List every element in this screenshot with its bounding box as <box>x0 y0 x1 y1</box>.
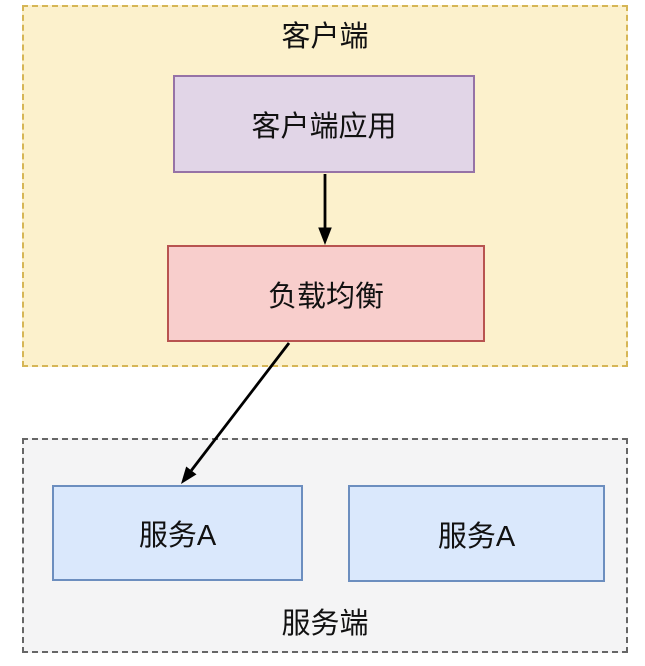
service-a2-label: 服务A <box>437 520 516 553</box>
service-a2-node: 服务A <box>348 485 605 582</box>
client-group-label: 客户端 <box>281 21 369 53</box>
load-balancer-label: 负载均衡 <box>267 280 384 313</box>
client-app-label: 客户端应用 <box>251 111 397 143</box>
client-app-node: 客户端应用 <box>173 75 475 173</box>
load-balancer-node: 负载均衡 <box>167 245 485 342</box>
service-a1-node: 服务A <box>52 485 303 581</box>
service-a1-label: 服务A <box>138 520 217 552</box>
server-group-label: 服务端 <box>281 607 369 640</box>
